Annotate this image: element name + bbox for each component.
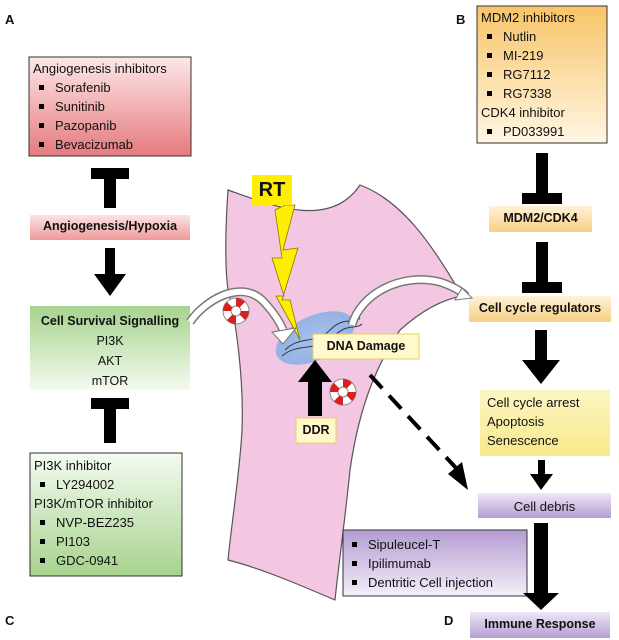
drug-item: RG7338 (481, 84, 607, 103)
angiogenesis-hypoxia-label: Angiogenesis/Hypoxia (42, 219, 178, 233)
cell-debris-label: Cell debris (513, 499, 576, 514)
angiogenesis-inhibitors-bg (28, 56, 192, 157)
therapy-item: Sipuleucel-T (346, 535, 526, 554)
curved-arrow-nucleus-to-regulators (347, 275, 474, 327)
panel-letter-c: C (5, 613, 15, 628)
outcome-item: Apoptosis (487, 414, 545, 429)
ddr-bg (295, 417, 337, 444)
drug-item: PI103 (34, 532, 182, 551)
arrow-dna-to-debris (368, 373, 468, 490)
angiogenesis-inhibitors-box: Angiogenesis inhibitors Sorafenib Suniti… (33, 59, 191, 154)
curved-arrow-survival-to-nucleus (186, 287, 298, 345)
angiogenesis-inhibitors-title: Angiogenesis inhibitors (33, 61, 167, 76)
drug-item: LY294002 (34, 475, 182, 494)
drug-item: PD033991 (481, 122, 607, 141)
mdm2-inhibitors-box: MDM2 inhibitors Nutlin MI-219 RG7112 RG7… (481, 8, 607, 141)
drug-item: Sunitinib (33, 97, 191, 116)
inhibition-bar-angiogenesis (91, 168, 129, 208)
arrow-ddr-to-dna (298, 360, 332, 416)
rt-label: RT (252, 175, 292, 205)
inhibition-bar-pi3k (91, 398, 129, 443)
mdm2-inhibitors-title: MDM2 inhibitors (481, 10, 575, 25)
panel-letter-b: B (456, 12, 466, 27)
immunotherapy-box: Sipuleucel-T Ipilimumab Dentritic Cell i… (346, 535, 526, 592)
cell-cycle-regulators-label: Cell cycle regulators (478, 301, 602, 315)
outcomes-bg (480, 390, 610, 456)
drug-item: Nutlin (481, 27, 607, 46)
dna-damage-label: DNA Damage (326, 339, 406, 353)
mdm2-cdk4-label: MDM2/CDK4 (503, 211, 578, 225)
mdm2-inhibitors-bg (476, 5, 608, 144)
therapy-item: Ipilimumab (346, 554, 526, 573)
inhibition-bar-mdm2 (522, 153, 562, 204)
pathway-gene: AKT (97, 354, 123, 368)
pi3k-inhibitors-box: PI3K inhibitor LY294002 PI3K/mTOR inhibi… (34, 456, 182, 570)
outcome-item: Cell cycle arrest (487, 395, 580, 410)
cell-survival-box: Cell Survival Signalling PI3K AKT mTOR (30, 311, 190, 391)
cell-cycle-regulators-bg (469, 296, 611, 322)
cell-debris-bg (478, 493, 611, 518)
pathway-gene: PI3K (96, 334, 124, 348)
pi3k-inhibitor-title: PI3K inhibitor (34, 458, 112, 473)
ddr-label: DDR (302, 423, 330, 437)
drug-item: Bevacizumab (33, 135, 191, 154)
immune-response-label: Immune Response (484, 617, 596, 631)
arrow-angio-to-survival (94, 248, 126, 296)
drug-item: MI-219 (481, 46, 607, 65)
cdk4-inhibitor-title: CDK4 inhibitor (481, 105, 565, 120)
arrow-debris-to-immune (523, 523, 559, 610)
radiation-bolt (271, 204, 301, 341)
angiogenesis-label-bg (30, 215, 190, 240)
drug-item: GDC-0941 (34, 551, 182, 570)
dna-damage-bg (312, 333, 420, 360)
cell-survival-title: Cell Survival Signalling (40, 314, 180, 328)
drug-item: Pazopanib (33, 116, 191, 135)
panel-letter-a: A (5, 12, 15, 27)
pathway-gene: mTOR (91, 374, 129, 388)
therapy-item: Dentritic Cell injection (346, 573, 526, 592)
outcome-item: Senescence (487, 433, 559, 448)
drug-item: Sorafenib (33, 78, 191, 97)
inhibition-bar-cdk4 (522, 242, 562, 293)
panel-letter-d: D (444, 613, 454, 628)
pi3k-mtor-inhibitor-title: PI3K/mTOR inhibitor (34, 496, 153, 511)
immune-response-bg (470, 612, 610, 638)
cell-survival-bg (30, 306, 190, 390)
arrow-outcomes-to-debris (530, 460, 553, 490)
lifebuoy-icon (329, 378, 357, 406)
outcomes-box: Cell cycle arrest Apoptosis Senescence (487, 393, 610, 450)
arrow-regulators-to-outcomes (522, 330, 560, 384)
drug-item: NVP-BEZ235 (34, 513, 182, 532)
mdm2-cdk4-label-bg (489, 206, 592, 232)
drug-item: RG7112 (481, 65, 607, 84)
lifebuoy-icon (222, 297, 250, 325)
immunotherapy-bg (342, 529, 528, 597)
pi3k-inhibitors-bg (29, 452, 183, 577)
